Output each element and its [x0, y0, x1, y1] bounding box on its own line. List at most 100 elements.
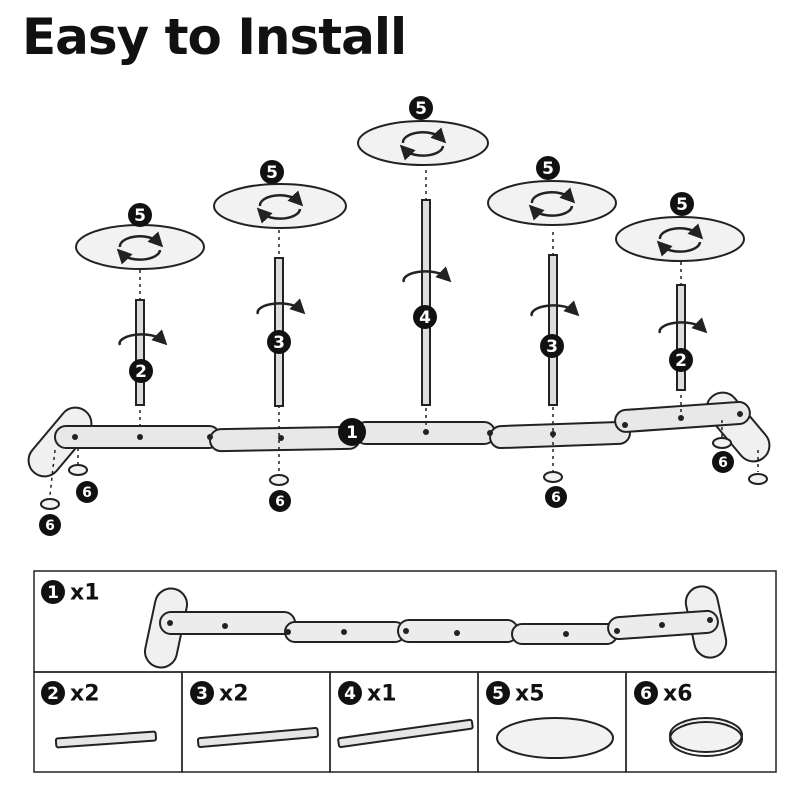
- part-5-plate-image: [496, 717, 614, 759]
- pad: [543, 471, 563, 483]
- plate-3: [357, 120, 489, 166]
- part-1-base-image: [144, 585, 728, 669]
- svg-text:x6: x6: [663, 682, 693, 707]
- svg-text:6: 6: [45, 518, 55, 534]
- svg-text:5: 5: [134, 206, 146, 226]
- part-label-1: 1 x1: [41, 580, 100, 606]
- svg-text:3: 3: [196, 684, 208, 704]
- svg-text:4: 4: [419, 308, 431, 328]
- badge-5: 5: [536, 156, 560, 180]
- rotate-arrow-icon: [530, 300, 580, 317]
- base-hole: [678, 415, 684, 421]
- svg-text:x2: x2: [70, 682, 100, 707]
- rotate-arrow-icon: [528, 204, 574, 221]
- page-title: Easy to Install: [22, 8, 407, 66]
- part-label-4: 4 x1: [338, 681, 397, 707]
- badge-6: 6: [269, 490, 291, 512]
- base-arm-2: [209, 425, 361, 453]
- svg-text:5: 5: [676, 195, 688, 215]
- base-hole: [487, 430, 493, 436]
- badge-5: 5: [260, 160, 284, 184]
- svg-text:6: 6: [551, 490, 561, 506]
- part-6-pad-image: [669, 717, 743, 753]
- svg-text:5: 5: [266, 163, 278, 183]
- base-arm-4: [489, 420, 631, 450]
- pad: [68, 464, 88, 476]
- svg-text:5: 5: [492, 684, 504, 704]
- badge-6: 6: [39, 514, 61, 536]
- rotate-arrow-icon: [118, 329, 168, 346]
- badge-2: 2: [129, 359, 153, 383]
- rotate-arrow-icon: [402, 266, 452, 283]
- pad: [269, 474, 289, 486]
- badge-1: 1: [338, 418, 366, 446]
- rotate-arrow-icon: [530, 187, 576, 204]
- badge-5: 5: [128, 203, 152, 227]
- rotate-arrow-icon: [258, 190, 304, 207]
- svg-text:5: 5: [542, 159, 554, 179]
- part-6-pad-edge: [669, 721, 743, 757]
- base-hole: [423, 429, 429, 435]
- base-foot-right: [705, 391, 771, 463]
- part-label-2: 2 x2: [41, 681, 100, 707]
- part-label-6: 6 x6: [634, 681, 693, 707]
- assembly-badges: 5 5 5 5 5 2 3 4 3 2 1 6 6 6 6 6: [39, 96, 734, 536]
- badge-3: 3: [267, 330, 291, 354]
- rotate-arrow-icon: [656, 240, 702, 257]
- badge-5: 5: [409, 96, 433, 120]
- svg-text:x2: x2: [219, 682, 249, 707]
- badge-6: 6: [76, 481, 98, 503]
- rotate-arrow-icon: [399, 144, 445, 161]
- plate-5: [615, 216, 745, 262]
- rod-2-right: [676, 284, 686, 391]
- svg-text:6: 6: [82, 485, 92, 501]
- base-hole: [137, 434, 143, 440]
- rotate-arrow-icon: [658, 317, 708, 334]
- base-hole: [278, 435, 284, 441]
- part-label-3: 3 x2: [190, 681, 249, 707]
- svg-text:1: 1: [346, 423, 358, 443]
- rotate-arrow-icon: [118, 231, 164, 248]
- svg-text:x5: x5: [515, 682, 545, 707]
- part-2-rod-image: [54, 730, 158, 749]
- svg-text:3: 3: [546, 337, 558, 357]
- rotate-arrow-icon: [401, 127, 447, 144]
- svg-text:x1: x1: [70, 581, 100, 606]
- rod-2-left: [135, 299, 145, 406]
- rod-3-right: [548, 254, 558, 406]
- rotate-arrow-icon: [116, 248, 162, 265]
- badge-5: 5: [670, 192, 694, 216]
- exploded-assembly-view: [27, 120, 771, 510]
- svg-text:6: 6: [718, 455, 728, 471]
- badge-3: 3: [540, 334, 564, 358]
- rotate-arrow-icon: [256, 207, 302, 224]
- parts-list: [33, 570, 777, 773]
- svg-text:6: 6: [275, 494, 285, 510]
- base-hole: [622, 422, 628, 428]
- pad: [712, 437, 732, 449]
- plate-1: [75, 224, 205, 270]
- rod-4-center: [421, 199, 431, 406]
- badge-4: 4: [413, 305, 437, 329]
- svg-text:x1: x1: [367, 682, 397, 707]
- plate-4: [487, 180, 617, 226]
- svg-text:3: 3: [273, 333, 285, 353]
- base-hole: [550, 431, 556, 437]
- badge-2: 2: [669, 348, 693, 372]
- parts-cell-6: [625, 671, 777, 773]
- rotate-arrow-icon: [256, 298, 306, 315]
- part-label-5: 5 x5: [486, 681, 545, 707]
- pad: [40, 498, 60, 510]
- pad: [748, 473, 768, 485]
- plate-2: [213, 183, 347, 229]
- svg-text:2: 2: [135, 362, 147, 382]
- svg-text:6: 6: [640, 684, 652, 704]
- part-3-rod-image: [196, 726, 319, 749]
- base-hole: [72, 434, 78, 440]
- svg-text:1: 1: [47, 583, 59, 603]
- svg-text:2: 2: [675, 351, 687, 371]
- part-4-rod-image: [337, 718, 474, 749]
- badge-6: 6: [545, 486, 567, 508]
- badge-6: 6: [712, 451, 734, 473]
